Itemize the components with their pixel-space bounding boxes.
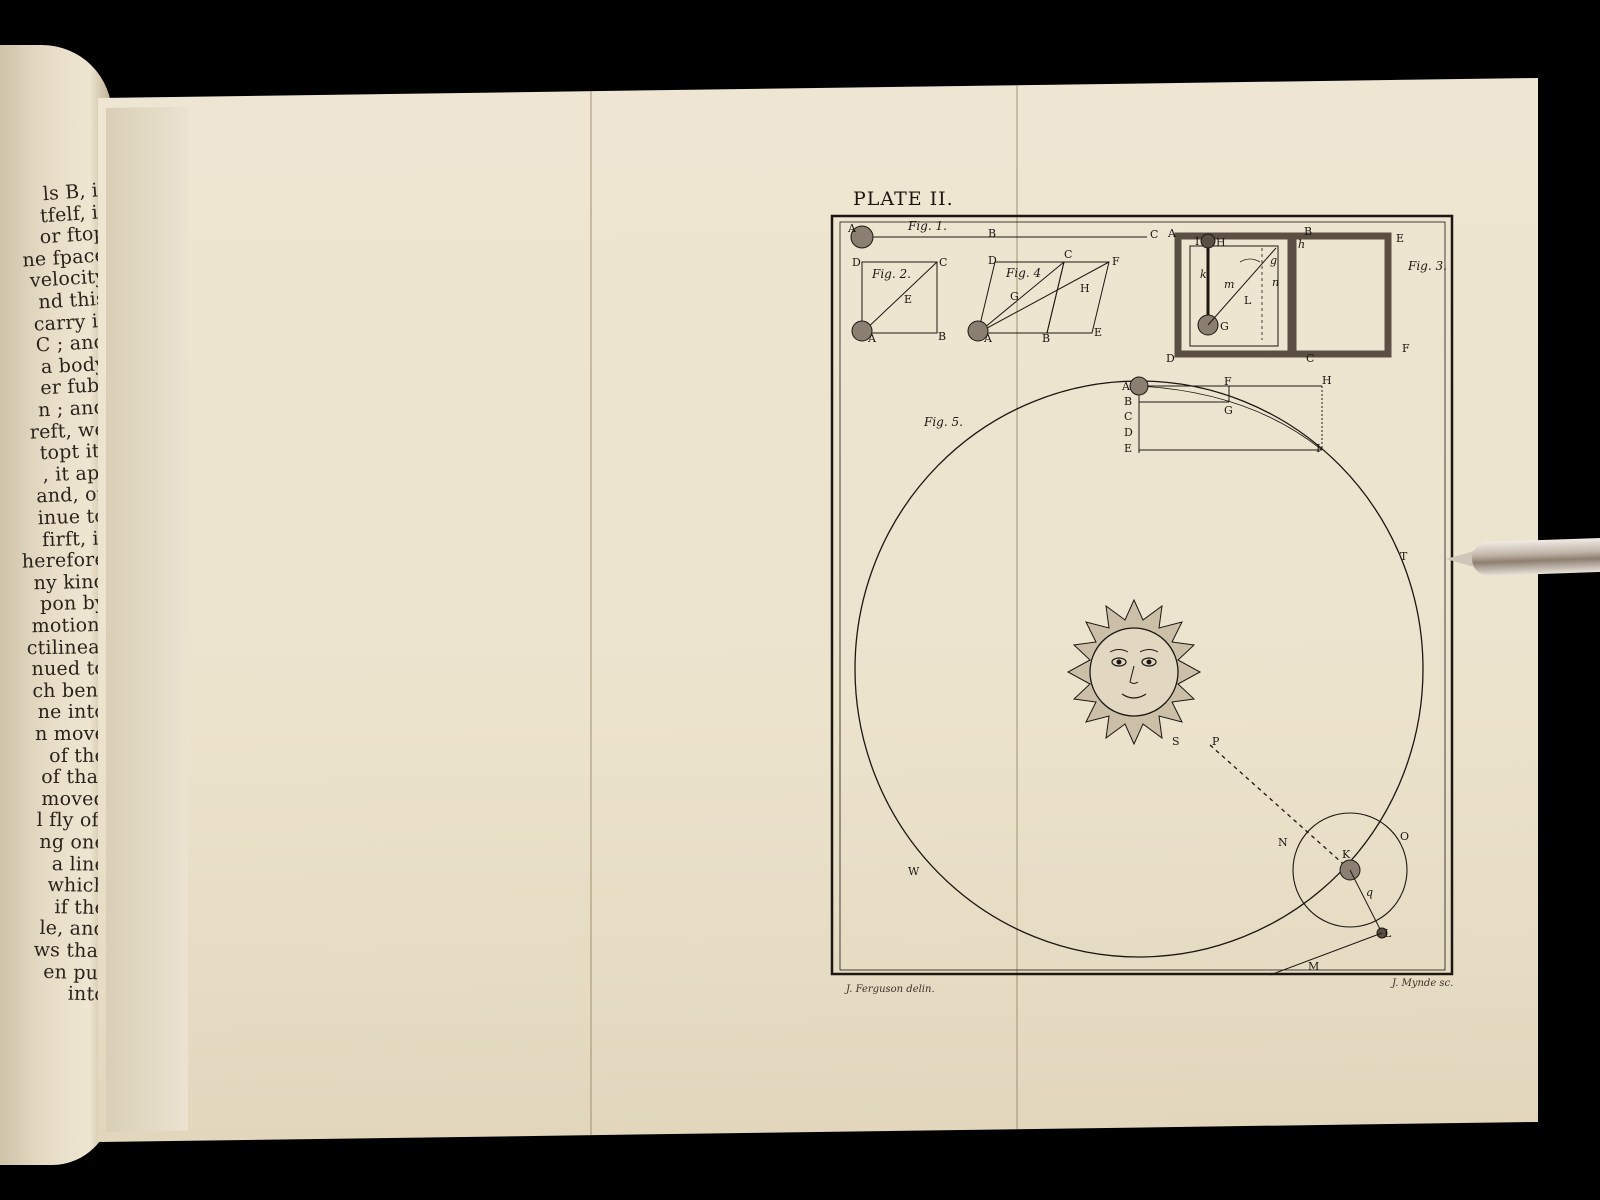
label-A: A: [867, 332, 877, 345]
label-E: E: [1124, 442, 1132, 455]
fig-5: [854, 376, 1424, 976]
label-B: B: [938, 330, 946, 343]
label-B: B: [1304, 225, 1312, 238]
label-C: C: [1150, 228, 1158, 241]
label-B: B: [988, 227, 996, 240]
label-S: S: [1172, 735, 1180, 748]
label-D: D: [1166, 352, 1175, 365]
label-T: T: [1400, 550, 1408, 563]
fig-2: [851, 261, 938, 342]
label-A: A: [983, 332, 993, 345]
fig-3-label: Fig. 3.: [1407, 259, 1447, 273]
sun-face-engraving: [1066, 598, 1202, 746]
label-C: C: [1064, 248, 1072, 261]
label-C: C: [1124, 410, 1132, 423]
label-E: E: [904, 293, 912, 306]
label-D: D: [852, 256, 861, 269]
label-W: W: [908, 865, 920, 878]
label-D: D: [988, 254, 997, 267]
plate-inner-frame: [839, 221, 1446, 971]
moon-orbit: [1292, 812, 1408, 928]
label-m: m: [1224, 278, 1234, 291]
label-G: G: [1220, 320, 1229, 333]
label-K: K: [1342, 848, 1351, 861]
label-P: P: [1212, 735, 1220, 748]
fig-1-label: Fig. 1.: [907, 219, 947, 233]
label-I: I: [1316, 442, 1320, 455]
label-G: G: [1224, 404, 1233, 417]
label-H: H: [1322, 374, 1332, 387]
label-F: F: [1112, 255, 1120, 268]
label-E: E: [1396, 232, 1404, 245]
plate-title: PLATE II.: [853, 188, 954, 210]
label-H: H: [1216, 236, 1226, 249]
label-h: h: [1298, 238, 1305, 251]
label-C: C: [1306, 352, 1314, 365]
label-k: k: [1200, 268, 1207, 281]
label-n: n: [1272, 276, 1279, 289]
label-M: M: [1308, 960, 1319, 973]
fig-5-label: Fig. 5.: [923, 415, 963, 429]
label-F: F: [1402, 342, 1410, 355]
pen-tip: [1446, 550, 1478, 568]
label-B: B: [1124, 395, 1132, 408]
label-A: A: [1167, 227, 1177, 240]
fig-3: [1174, 232, 1392, 358]
label-I: I: [1195, 235, 1199, 248]
label-O: O: [1400, 830, 1409, 843]
label-A: A: [1121, 380, 1131, 393]
label-g: g: [1270, 254, 1277, 267]
fig-4-label: Fig. 4: [1005, 266, 1041, 280]
fig-4: [967, 261, 1110, 342]
label-L: L: [1244, 294, 1252, 307]
label-q: q: [1366, 886, 1373, 899]
label-E: E: [1094, 326, 1102, 339]
label-N: N: [1278, 836, 1288, 849]
label-C: C: [939, 256, 947, 269]
engraving-credit-right: J. Mynde sc.: [1392, 978, 1454, 989]
label-H: H: [1080, 282, 1090, 295]
label-F: F: [1224, 375, 1232, 388]
label-L: L: [1384, 927, 1392, 940]
label-G: G: [1010, 290, 1019, 303]
pen-pointer: [1471, 537, 1600, 577]
fig-2-label: Fig. 2.: [871, 267, 911, 281]
label-B: B: [1042, 332, 1050, 345]
plate-frame: [830, 214, 1454, 976]
fig-1: [850, 225, 1147, 249]
engraving-credit-left: J. Ferguson delin.: [846, 984, 935, 995]
label-A: A: [847, 222, 857, 235]
label-D: D: [1124, 426, 1133, 439]
